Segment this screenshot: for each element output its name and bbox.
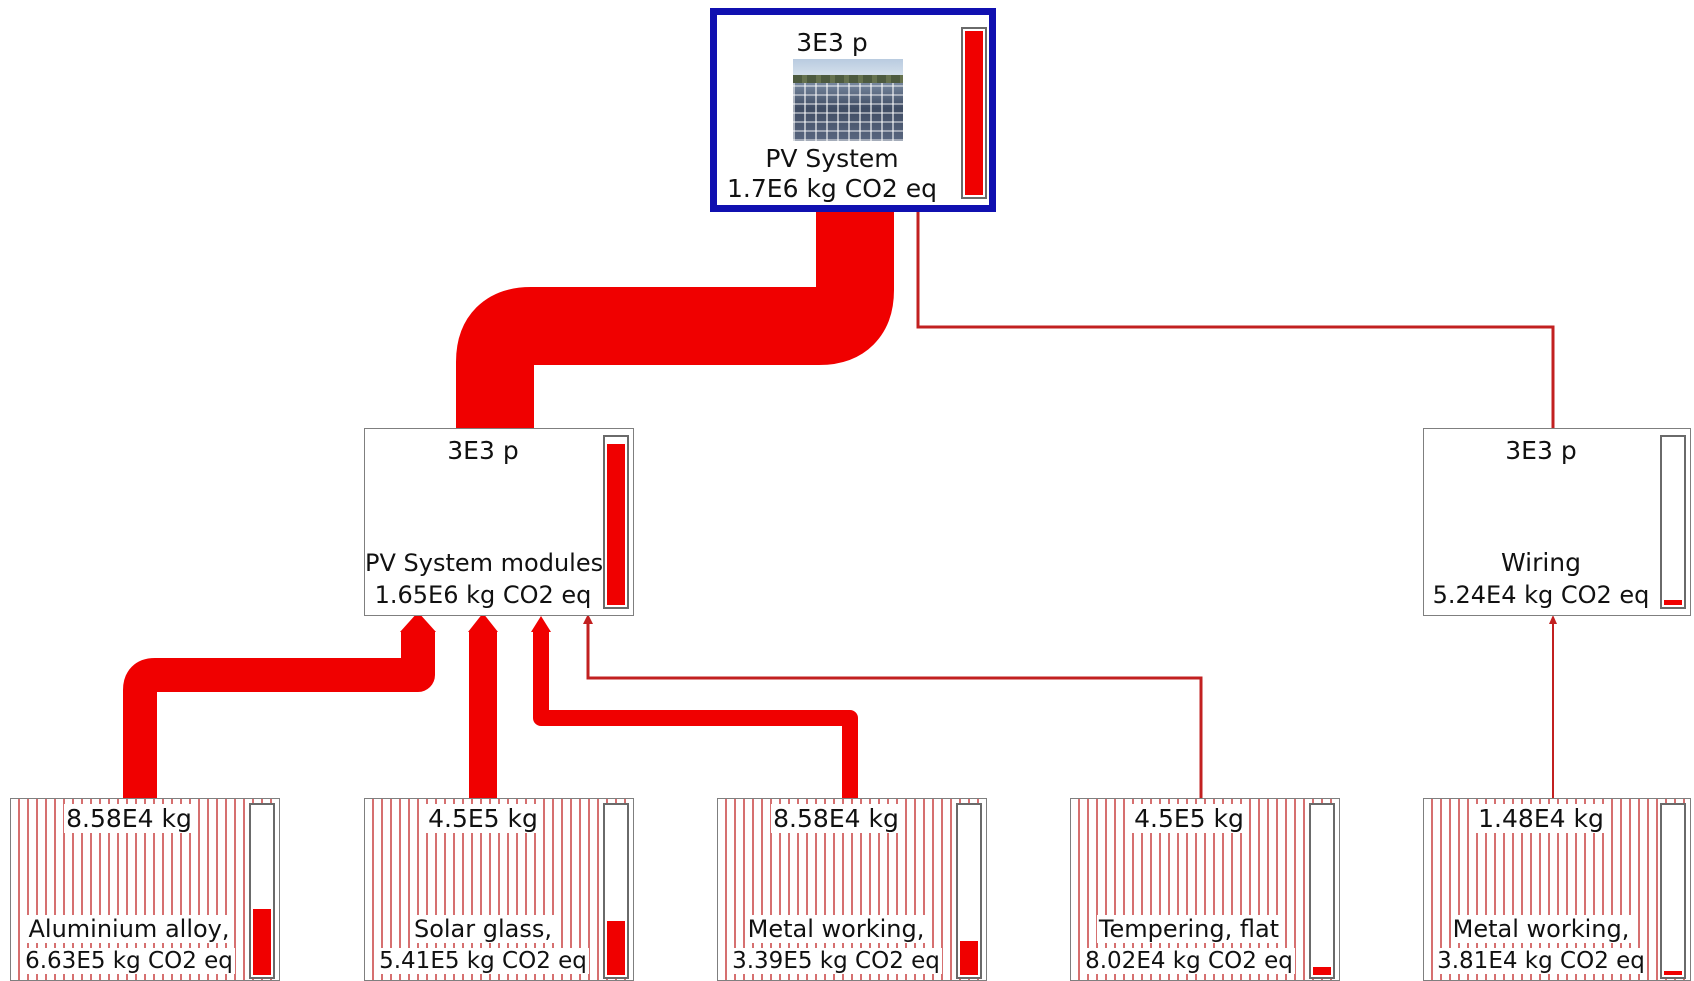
node-aluminium-alloy[interactable]: 8.58E4 kg Aluminium alloy, 6.63E5 kg CO2… xyxy=(10,798,280,981)
node-impact: 6.63E5 kg CO2 eq xyxy=(11,947,247,975)
node-amount: 3E3 p xyxy=(717,29,947,57)
solar-farm-image xyxy=(793,59,903,141)
impact-level-bar xyxy=(961,27,987,199)
node-tempering-flat[interactable]: 4.5E5 kg Tempering, flat 8.02E4 kg CO2 e… xyxy=(1070,798,1340,981)
node-metal-working-1[interactable]: 8.58E4 kg Metal working, 3.39E5 kg CO2 e… xyxy=(717,798,987,981)
node-wiring[interactable]: 3E3 p Wiring 5.24E4 kg CO2 eq xyxy=(1423,428,1691,616)
node-impact: 3.81E4 kg CO2 eq xyxy=(1424,947,1658,975)
node-impact: 3.39E5 kg CO2 eq xyxy=(718,947,954,975)
impact-level-bar xyxy=(1309,803,1335,979)
node-name: Wiring xyxy=(1424,549,1658,577)
arrow-leaf5-to-wiring xyxy=(1549,615,1557,624)
node-amount: 1.48E4 kg xyxy=(1424,805,1658,833)
node-name: Solar glass, xyxy=(365,915,601,943)
node-solar-glass[interactable]: 4.5E5 kg Solar glass, 5.41E5 kg CO2 eq xyxy=(364,798,634,981)
node-name: Tempering, flat xyxy=(1071,915,1307,943)
impact-level-bar xyxy=(956,803,982,979)
node-pv-system[interactable]: 3E3 p PV System 1.7E6 kg CO2 eq xyxy=(710,8,996,212)
node-amount: 3E3 p xyxy=(1424,437,1658,465)
node-pv-system-modules[interactable]: 3E3 p PV System modules 1.65E6 kg CO2 eq xyxy=(364,428,634,616)
flow-modules-to-root xyxy=(495,208,855,428)
node-amount: 4.5E5 kg xyxy=(1071,805,1307,833)
node-name: Metal working, xyxy=(1424,915,1658,943)
impact-level-bar xyxy=(1660,803,1686,979)
flow-leaf1-to-modules xyxy=(140,632,418,798)
flow-wiring-to-root xyxy=(918,208,1553,428)
node-amount: 8.58E4 kg xyxy=(718,805,954,833)
impact-level-bar xyxy=(1660,435,1686,609)
node-amount: 8.58E4 kg xyxy=(11,805,247,833)
node-impact: 1.7E6 kg CO2 eq xyxy=(717,175,947,203)
node-name: PV System xyxy=(717,145,947,173)
node-impact: 1.65E6 kg CO2 eq xyxy=(365,581,601,609)
node-name: PV System modules xyxy=(365,549,601,577)
node-impact: 5.24E4 kg CO2 eq xyxy=(1424,581,1658,609)
node-amount: 3E3 p xyxy=(365,437,601,465)
node-metal-working-2[interactable]: 1.48E4 kg Metal working, 3.81E4 kg CO2 e… xyxy=(1423,798,1691,981)
impact-level-bar xyxy=(603,803,629,979)
node-name: Metal working, xyxy=(718,915,954,943)
node-impact: 5.41E5 kg CO2 eq xyxy=(365,947,601,975)
node-impact: 8.02E4 kg CO2 eq xyxy=(1071,947,1307,975)
impact-level-bar xyxy=(603,435,629,609)
node-name: Aluminium alloy, xyxy=(11,915,247,943)
impact-level-bar xyxy=(249,803,275,979)
node-amount: 4.5E5 kg xyxy=(365,805,601,833)
arrow-leaf3-to-modules xyxy=(531,616,551,632)
